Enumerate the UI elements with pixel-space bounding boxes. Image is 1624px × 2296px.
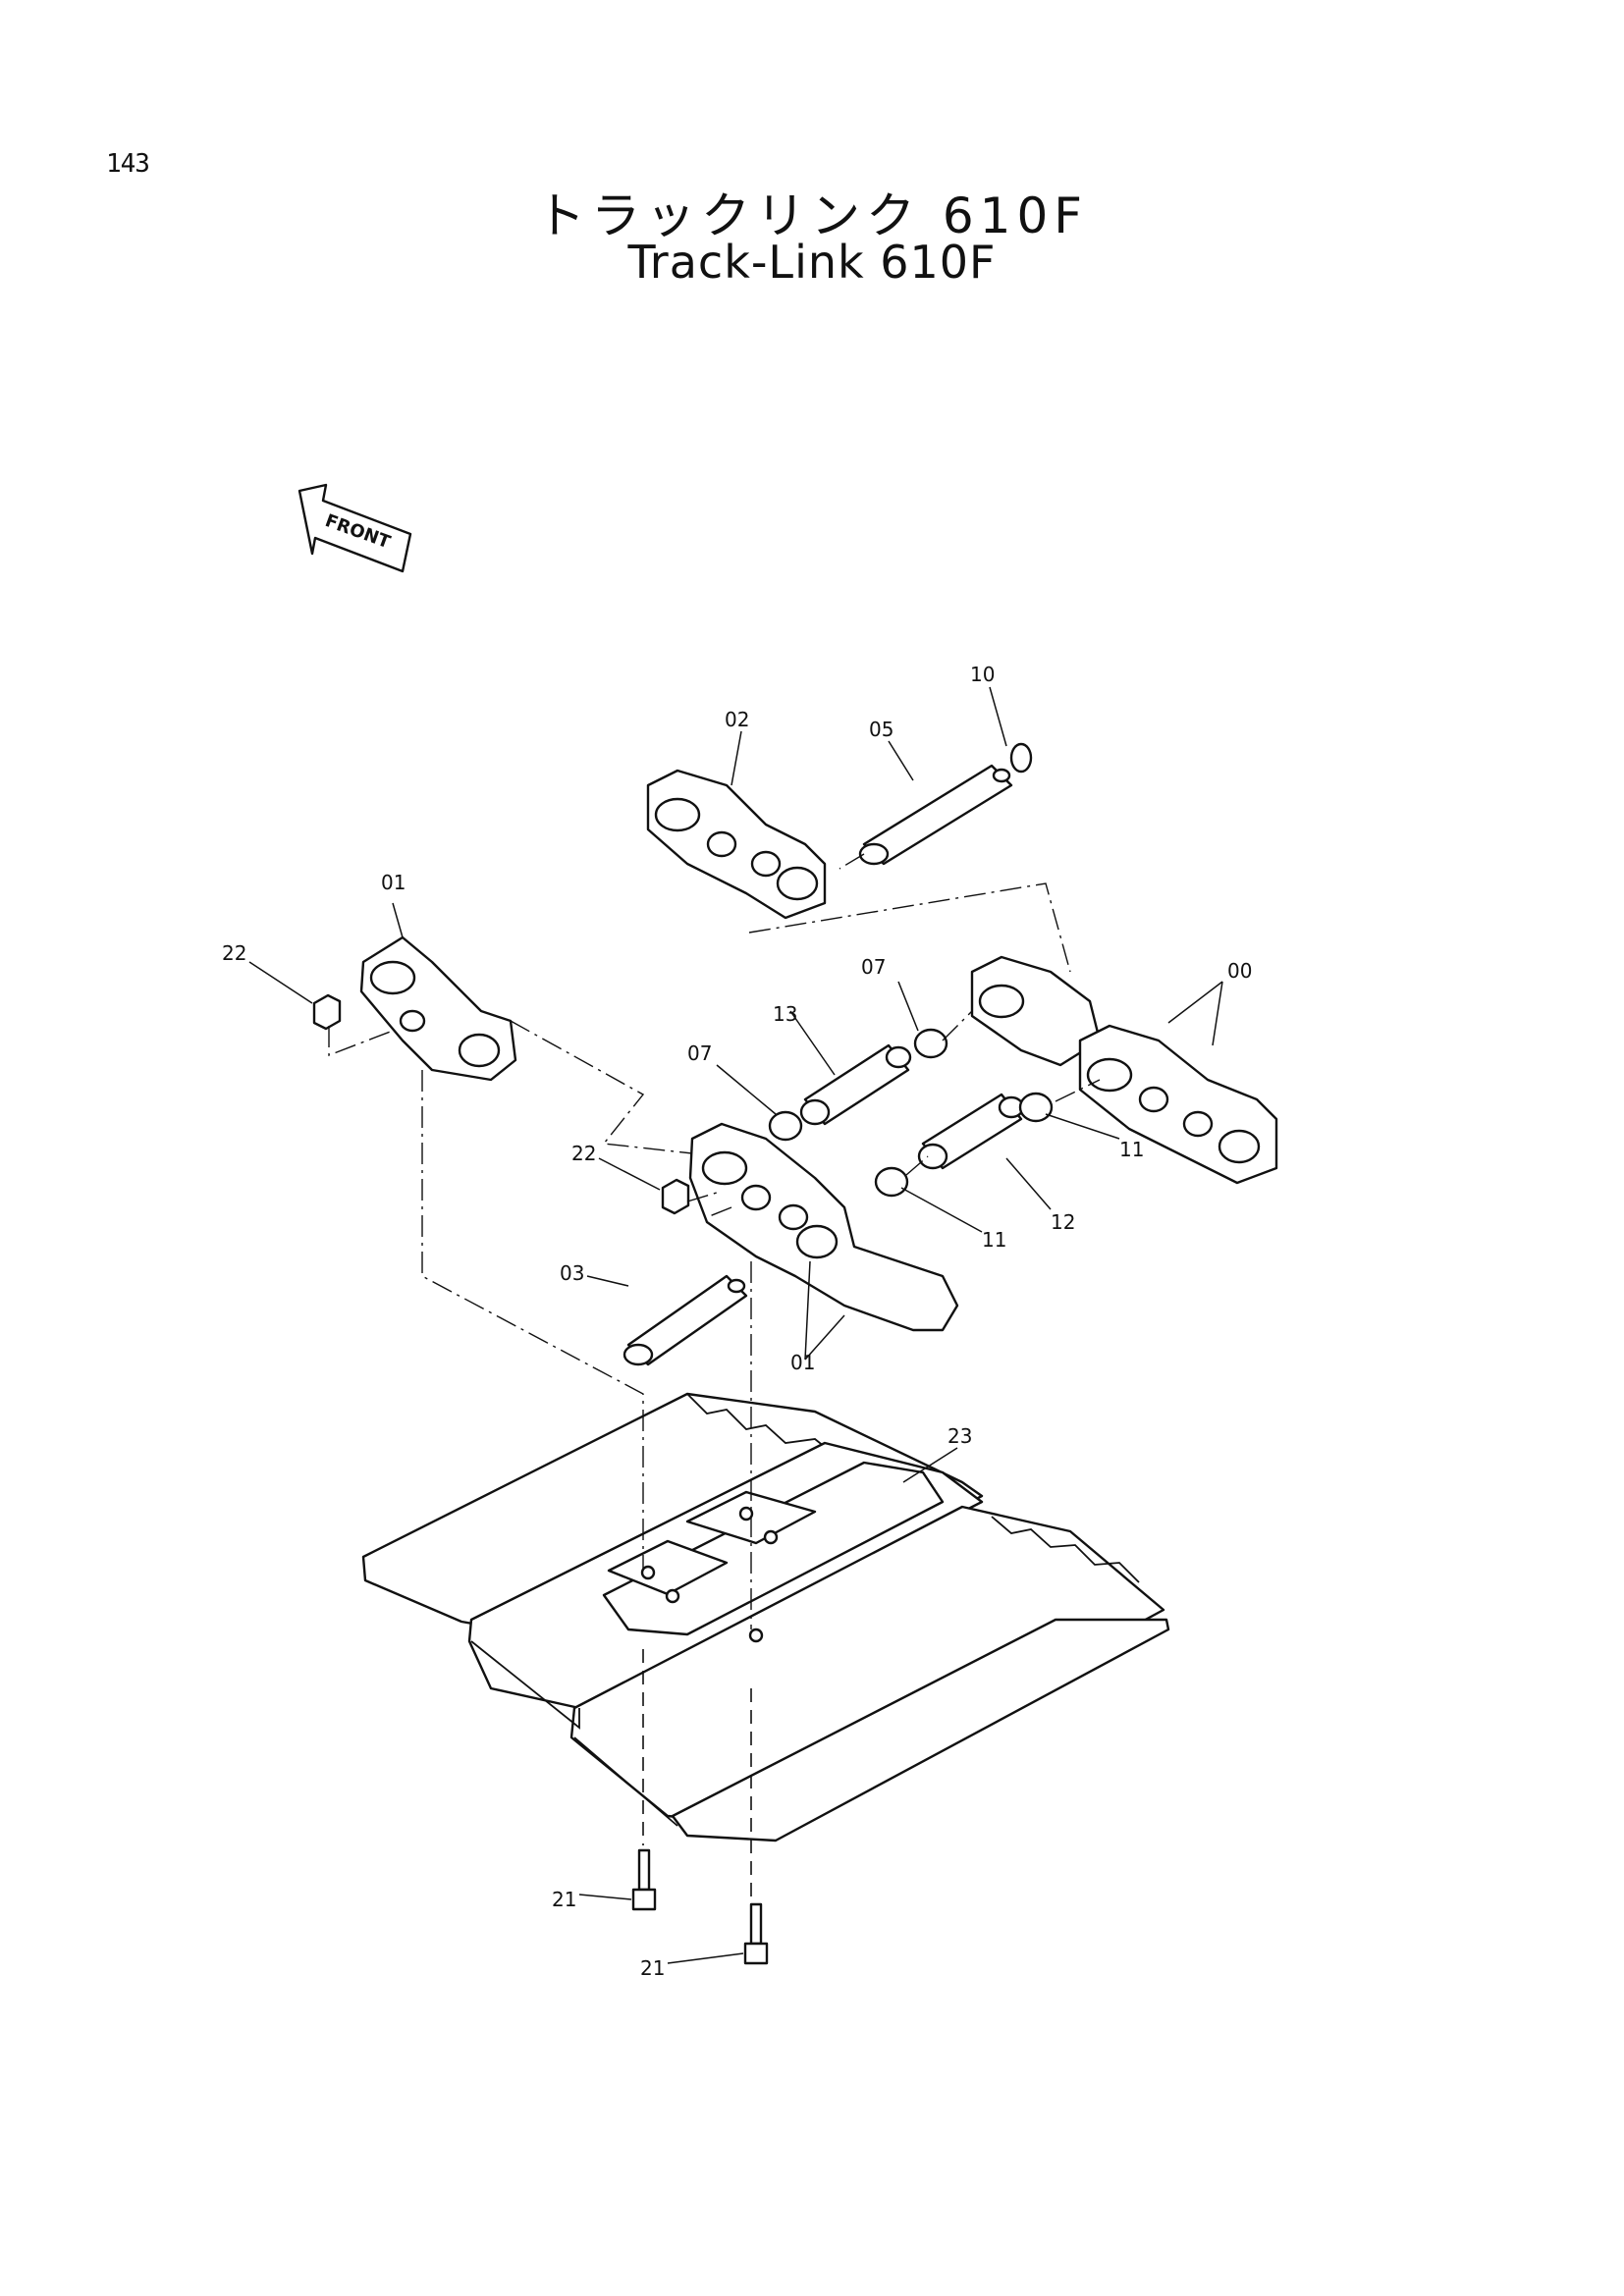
track-pin-05	[858, 764, 1013, 866]
track-link-01-upper	[359, 935, 517, 1082]
track-shoe-plate-lower	[671, 1618, 1170, 1842]
shoe-bolt-left	[631, 1848, 657, 1911]
callout-11-right: 11	[1119, 1138, 1144, 1161]
callout-01-lower: 01	[790, 1351, 815, 1374]
track-shoe-assembly	[361, 1392, 1170, 1842]
shoe-bolt-hole-1	[640, 1565, 656, 1580]
callout-23: 23	[947, 1424, 972, 1448]
callout-07-left: 07	[687, 1041, 712, 1065]
link-rail-pad-lower	[607, 1539, 729, 1596]
callout-11-center: 11	[982, 1228, 1006, 1252]
link-rail-on-shoe	[602, 1461, 945, 1636]
spacer-07-upper	[913, 1028, 948, 1059]
callout-21-left: 21	[552, 1888, 576, 1911]
arrow-left-icon	[298, 483, 412, 573]
nut-lower	[661, 1178, 690, 1215]
bushing-12	[917, 1093, 1025, 1170]
callout-01-upper: 01	[381, 871, 406, 894]
front-arrow-indicator: FRONT	[298, 483, 412, 573]
shoe-bolt-hole-5	[748, 1628, 764, 1643]
shoe-bolt-right	[743, 1902, 769, 1965]
shoe-front-grouser	[991, 1516, 1140, 1583]
callout-13: 13	[773, 1002, 797, 1026]
track-link-02	[646, 769, 827, 920]
snap-ring-10	[1009, 742, 1033, 774]
shoe-bolt-hole-4	[763, 1529, 779, 1545]
spacer-07-left	[768, 1110, 803, 1142]
bushing-13	[799, 1043, 912, 1126]
callout-05: 05	[869, 718, 893, 741]
callout-22-upper: 22	[222, 941, 246, 965]
seal-11-right	[1018, 1092, 1054, 1123]
callout-02: 02	[725, 708, 749, 731]
track-link-01-lower	[688, 1122, 959, 1332]
callout-12: 12	[1051, 1210, 1075, 1234]
nut-upper	[312, 993, 342, 1031]
callout-10: 10	[970, 663, 995, 686]
callout-22-lower: 22	[571, 1142, 596, 1165]
seal-11-center	[874, 1166, 909, 1198]
shoe-back-grouser	[686, 1393, 836, 1456]
callout-00: 00	[1227, 959, 1252, 983]
assembly-center-lines	[328, 853, 1101, 1899]
callout-07-upper: 07	[861, 955, 886, 979]
track-pin-03	[623, 1274, 748, 1366]
callout-03: 03	[560, 1261, 584, 1285]
title-japanese: トラックリンク 610F	[535, 187, 1089, 244]
page-number: 143	[106, 149, 150, 179]
callout-leader-lines	[248, 686, 1223, 1964]
track-link-00-front	[970, 955, 1102, 1067]
shoe-bolt-hole-3	[738, 1506, 754, 1522]
shoe-bolt-hole-2	[665, 1588, 680, 1604]
title-english: Track-Link 610F	[627, 236, 997, 289]
track-link-00-rear	[1078, 1024, 1278, 1185]
shoe-rib-1	[470, 1640, 580, 1730]
shoe-rib-2	[573, 1736, 678, 1827]
callout-21-right: 21	[640, 1956, 665, 1980]
